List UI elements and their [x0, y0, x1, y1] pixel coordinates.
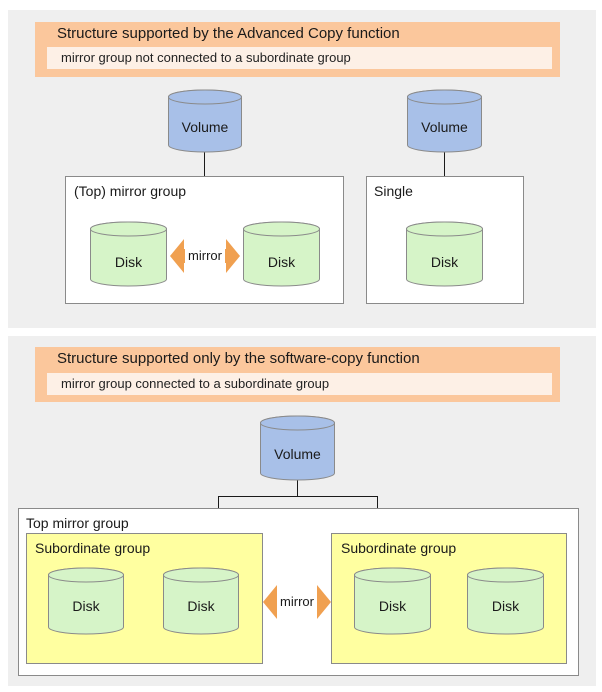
disk-cylinder-shape [354, 567, 431, 635]
volume-cylinder-bottom: Volume [260, 415, 335, 481]
connector-bottom-horizontal [218, 496, 378, 497]
disk-cylinder-b1: Disk [48, 567, 124, 635]
disk-cylinder-b2: Disk [163, 567, 239, 635]
subordinate-group-left-label: Subordinate group [35, 540, 151, 556]
volume-label: Volume [274, 446, 321, 462]
single-label: Single [374, 183, 413, 199]
volume-cylinder-shape [407, 89, 482, 153]
volume-cylinder-left: Volume [168, 89, 242, 153]
disk-label: Disk [72, 598, 100, 614]
disk-cylinder-2: Disk [243, 221, 320, 287]
top-mirror-group-label: (Top) mirror group [74, 183, 187, 199]
disk-label: Disk [430, 254, 459, 270]
disk-label: Disk [491, 598, 520, 614]
top-mirror-group-outer-label: Top mirror group [26, 515, 129, 531]
mirror-arrow-top: mirror [170, 239, 240, 273]
volume-cylinder-shape [260, 415, 335, 481]
disk-cylinder-shape [48, 567, 124, 635]
volume-cylinder-shape [168, 89, 242, 153]
disk-cylinder-b3: Disk [354, 567, 431, 635]
connector-volume-down [297, 478, 298, 496]
disk-cylinder-3: Disk [406, 221, 483, 287]
disk-cylinder-shape [163, 567, 239, 635]
volume-label: Volume [421, 119, 468, 135]
disk-cylinder-shape [90, 221, 167, 287]
disk-label: Disk [114, 254, 143, 270]
software-copy-subtitle: mirror group connected to a subordinate … [47, 373, 552, 395]
subordinate-group-right-label: Subordinate group [341, 540, 457, 556]
disk-cylinder-1: Disk [90, 221, 167, 287]
volume-label: Volume [181, 119, 229, 135]
disk-label: Disk [187, 598, 215, 614]
advanced-copy-title: Structure supported by the Advanced Copy… [57, 25, 400, 42]
advanced-copy-subtitle: mirror group not connected to a subordin… [47, 47, 552, 69]
mirror-arrow-label: mirror [185, 247, 225, 265]
volume-cylinder-right: Volume [407, 89, 482, 153]
disk-cylinder-shape [467, 567, 544, 635]
software-copy-title: Structure supported only by the software… [57, 350, 420, 367]
mirror-arrow-bottom: mirror [263, 585, 331, 619]
disk-cylinder-shape [243, 221, 320, 287]
disk-cylinder-shape [406, 221, 483, 287]
disk-label: Disk [267, 254, 296, 270]
disk-label: Disk [378, 598, 407, 614]
disk-cylinder-b4: Disk [467, 567, 544, 635]
mirror-arrow-label: mirror [277, 593, 317, 611]
